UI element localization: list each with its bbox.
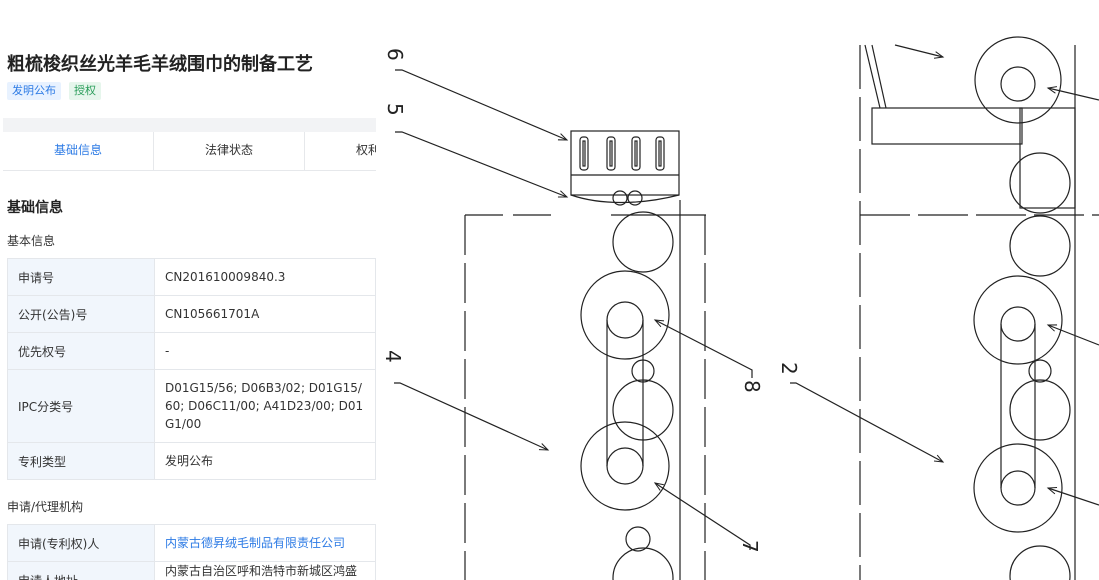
table-row: 专利类型 发明公布	[7, 442, 376, 480]
table-row: 申请人地址 内蒙古自治区呼和浩特市新城区鸿盛工	[7, 561, 376, 580]
label-7: 7	[738, 540, 762, 553]
publication-number: CN105661701A	[154, 295, 376, 333]
row-label: IPC分类号	[7, 369, 155, 443]
label-4: 4	[381, 350, 405, 363]
tag-granted: 授权	[69, 82, 101, 100]
row-label: 专利类型	[7, 442, 155, 480]
label-2: 2	[777, 362, 801, 375]
machine-frame-left	[464, 200, 706, 580]
label-5: 5	[383, 103, 407, 116]
row-label: 申请人地址	[7, 561, 155, 580]
patent-type: 发明公布	[154, 442, 376, 480]
feed-box	[570, 130, 680, 206]
table-row: IPC分类号 D01G15/56; D06B3/02; D01G15/60; D…	[7, 369, 376, 443]
divider-bar	[3, 118, 376, 132]
applicant-address: 内蒙古自治区呼和浩特市新城区鸿盛工	[154, 561, 376, 580]
patent-drawing: 6 5 4 8 2 7	[381, 36, 1099, 580]
roller-column-left	[580, 211, 674, 580]
leader-lines	[394, 44, 1099, 550]
row-label: 申请(专利权)人	[7, 524, 155, 562]
patent-title: 粗梳梭织丝光羊毛羊绒围巾的制备工艺	[7, 54, 313, 75]
patent-detail-panel: 粗梳梭织丝光羊毛羊绒围巾的制备工艺 发明公布 授权 基础信息 法律状态 权利要求…	[0, 0, 376, 580]
section-title: 基础信息	[7, 200, 63, 216]
row-label: 公开(公告)号	[7, 295, 155, 333]
basic-info-table: 申请号 CN201610009840.3 公开(公告)号 CN105661701…	[7, 258, 376, 480]
tab-legal-status[interactable]: 法律状态	[154, 132, 305, 170]
basic-info-subtitle: 基本信息	[7, 234, 56, 248]
applicant-link[interactable]: 内蒙古德昇绒毛制品有限责任公司	[154, 524, 376, 562]
application-number: CN201610009840.3	[154, 258, 376, 296]
label-8: 8	[740, 380, 764, 393]
agency-info-table: 申请(专利权)人 内蒙古德昇绒毛制品有限责任公司 申请人地址 内蒙古自治区呼和浩…	[7, 524, 376, 580]
roller-column-right	[973, 36, 1071, 580]
label-6: 6	[383, 48, 407, 61]
part-numbers: 6 5 4 8 2 7	[381, 48, 801, 553]
tab-bar: 基础信息 法律状态 权利要求	[3, 132, 376, 171]
tag-publication: 发明公布	[7, 82, 61, 100]
tab-claims[interactable]: 权利要求	[305, 132, 376, 170]
priority-number: -	[154, 332, 376, 370]
machine-frame-right	[859, 44, 1099, 580]
tab-basic-info[interactable]: 基础信息	[3, 132, 154, 170]
table-row: 申请(专利权)人 内蒙古德昇绒毛制品有限责任公司	[7, 524, 376, 562]
row-label: 优先权号	[7, 332, 155, 370]
ipc-classification: D01G15/56; D06B3/02; D01G15/60; D06C11/0…	[154, 369, 376, 443]
agency-subtitle: 申请/代理机构	[7, 500, 84, 514]
table-row: 公开(公告)号 CN105661701A	[7, 295, 376, 333]
row-label: 申请号	[7, 258, 155, 296]
table-row: 申请号 CN201610009840.3	[7, 258, 376, 296]
table-row: 优先权号 -	[7, 332, 376, 370]
patent-tags: 发明公布 授权	[7, 82, 101, 100]
